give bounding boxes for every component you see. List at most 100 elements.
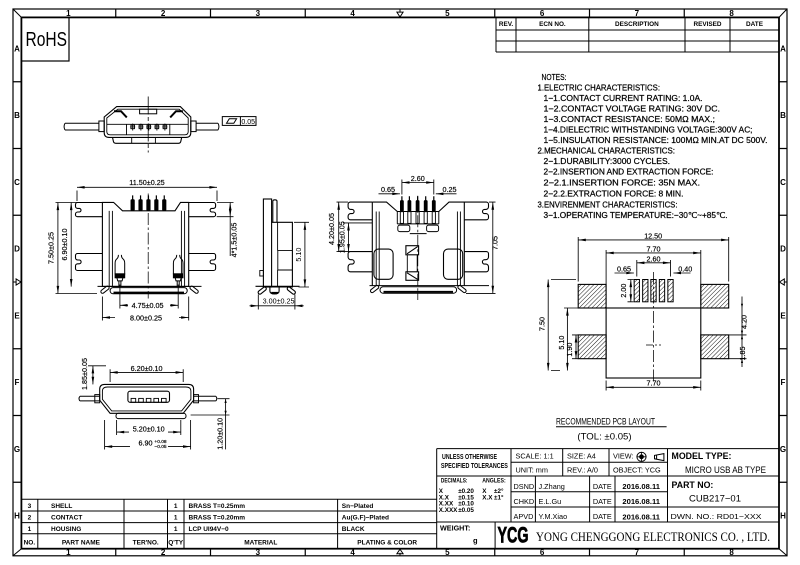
svg-text:2.60: 2.60: [411, 174, 425, 183]
svg-text:SHELL: SHELL: [51, 503, 72, 510]
svg-text:3.00±0.25: 3.00±0.25: [263, 297, 295, 306]
svg-text:2−2.1.INSERTION FORCE: 35N: 2−2.1.INSERTION FORCE: 35N MAX.: [544, 179, 701, 188]
svg-text:PART NO:: PART NO:: [672, 480, 714, 490]
svg-text:2: 2: [28, 515, 32, 522]
svg-text:12.50: 12.50: [644, 232, 662, 241]
svg-text:5: 5: [445, 548, 450, 557]
svg-text:±0.10: ±0.10: [458, 501, 474, 508]
svg-text:E.L.Gu: E.L.Gu: [539, 497, 562, 506]
svg-text:4.75±0.05: 4.75±0.05: [132, 301, 164, 310]
svg-text:1−3.CONTACT RESISTANCE: 50MΩ: 1−3.CONTACT RESISTANCE: 50MΩ MAX.;: [544, 115, 716, 124]
svg-text:8: 8: [729, 548, 734, 557]
svg-text:4: 4: [350, 548, 355, 557]
svg-text:0.25: 0.25: [443, 185, 457, 194]
svg-text:3: 3: [28, 503, 32, 510]
svg-text:6: 6: [540, 548, 545, 557]
svg-text:1.95±0.05: 1.95±0.05: [338, 221, 347, 253]
svg-text:4.20: 4.20: [739, 315, 748, 329]
svg-text:TER'NO.: TER'NO.: [133, 540, 159, 547]
svg-text:6.90: 6.90: [139, 439, 153, 448]
svg-text:1: 1: [174, 503, 178, 510]
svg-text:1−4.DIELECTRIC WITHSTANDING: 1−4.DIELECTRIC WITHSTANDING VOLTAGE:300V…: [544, 126, 753, 135]
svg-text:UNLESS OTHERWISE: UNLESS OTHERWISE: [442, 454, 497, 461]
svg-text:YCG: YCG: [498, 523, 529, 548]
svg-text:2016.08.11: 2016.08.11: [622, 482, 660, 491]
svg-text:±1°: ±1°: [494, 493, 504, 501]
svg-text:8.00±0.25: 8.00±0.25: [130, 313, 162, 322]
svg-text:REVISED: REVISED: [693, 21, 721, 28]
svg-text:NO.: NO.: [24, 540, 36, 547]
svg-text:D: D: [14, 245, 20, 254]
svg-text:g: g: [473, 536, 478, 545]
svg-text:G: G: [780, 445, 786, 454]
svg-text:MATERIAL: MATERIAL: [244, 540, 277, 547]
svg-text:OBJECT: YCG: OBJECT: YCG: [613, 466, 661, 475]
svg-text:H: H: [14, 512, 20, 521]
svg-text:DATE: DATE: [593, 482, 612, 491]
svg-text:X.X: X.X: [439, 494, 450, 501]
svg-text:2.MECHANICAL CHARACTERISTICS:: 2.MECHANICAL CHARACTERISTICS:: [538, 147, 676, 156]
svg-text:1.90: 1.90: [565, 343, 574, 357]
svg-text:1: 1: [66, 9, 71, 18]
svg-text:1: 1: [174, 515, 178, 522]
svg-text:6: 6: [540, 9, 545, 18]
svg-text:NOTES:: NOTES:: [542, 73, 567, 82]
svg-text:REV.: A/0: REV.: A/0: [567, 466, 598, 475]
svg-text:6.90±0.10: 6.90±0.10: [60, 229, 69, 261]
svg-text:A: A: [780, 44, 786, 53]
svg-text:3−1.OPERATING TEMPERATURE:−30: 3−1.OPERATING TEMPERATURE:−30℃~+85℃.: [544, 211, 728, 220]
svg-text:7.70: 7.70: [647, 378, 661, 387]
svg-text:0.65: 0.65: [381, 185, 395, 194]
svg-text:MODEL TYPE:: MODEL TYPE:: [672, 451, 732, 461]
svg-text:X.XX: X.XX: [439, 501, 454, 508]
svg-text:4.20±0.05: 4.20±0.05: [327, 213, 336, 245]
svg-text:7.50: 7.50: [538, 317, 547, 331]
svg-text:A: A: [14, 44, 20, 53]
svg-text:3: 3: [256, 9, 261, 18]
svg-text:5: 5: [445, 9, 450, 18]
svg-text:RECOMMENDED PCB LAYOUT: RECOMMENDED PCB LAYOUT: [556, 417, 655, 428]
svg-text:±0.05: ±0.05: [458, 507, 474, 514]
svg-text:WEIGHT:: WEIGHT:: [440, 523, 470, 532]
svg-text:2016.08.11: 2016.08.11: [622, 497, 660, 506]
svg-text:0.05: 0.05: [241, 119, 255, 126]
svg-text:1−5.INSULATION RESISTANCE: 1: 1−5.INSULATION RESISTANCE: 100MΩ MIN.AT …: [544, 136, 768, 145]
svg-text:PLATING & COLOR: PLATING & COLOR: [357, 540, 417, 547]
svg-text:H: H: [780, 512, 786, 521]
svg-text:7: 7: [635, 9, 640, 18]
svg-text:D: D: [780, 245, 786, 254]
svg-text:Y.M.Xiao: Y.M.Xiao: [539, 512, 568, 521]
svg-text:UNIT: mm: UNIT: mm: [516, 466, 548, 475]
svg-text:2−2.INSERTION AND EXTRACTION: 2−2.INSERTION AND EXTRACTION FORCE:: [544, 168, 714, 177]
svg-text:RoHS: RoHS: [26, 29, 68, 51]
svg-text:+0.08: +0.08: [154, 439, 166, 445]
svg-text:BRASS T=0.25mm: BRASS T=0.25mm: [189, 503, 246, 510]
svg-text:2016.08.11: 2016.08.11: [622, 512, 660, 521]
svg-text:LCP UI94V−0: LCP UI94V−0: [189, 526, 230, 533]
svg-text:DATE: DATE: [746, 21, 764, 28]
svg-text:Au(G.F)−Plated: Au(G.F)−Plated: [342, 515, 389, 522]
svg-text:G: G: [14, 445, 20, 454]
svg-text:Q'TY: Q'TY: [168, 540, 184, 547]
svg-text:7.05: 7.05: [491, 236, 500, 250]
svg-text:ANGLES:: ANGLES:: [482, 477, 505, 484]
svg-text:DECIMALS:: DECIMALS:: [441, 477, 468, 484]
svg-text:C: C: [780, 178, 786, 187]
svg-text:SPECIFIED TOLERANCES: SPECIFIED TOLERANCES: [441, 463, 508, 470]
svg-text:7: 7: [635, 548, 640, 557]
svg-text:4*1.5±0.05: 4*1.5±0.05: [230, 223, 239, 258]
svg-text:CHKD: CHKD: [514, 497, 535, 506]
svg-text:F: F: [781, 378, 786, 387]
svg-text:7.50±0.25: 7.50±0.25: [47, 232, 56, 264]
svg-text:1.85: 1.85: [738, 347, 747, 361]
svg-text:2: 2: [161, 9, 166, 18]
svg-text:1.ELECTRIC CHARACTERISTICS:: 1.ELECTRIC CHARACTERISTICS:: [538, 84, 661, 93]
svg-text:APVD: APVD: [514, 512, 534, 521]
svg-text:PART NAME: PART NAME: [62, 540, 101, 547]
svg-text:−0.05: −0.05: [154, 444, 166, 450]
svg-text:(TOL: ±0.05): (TOL: ±0.05): [577, 432, 631, 443]
svg-text:1.20±0.10: 1.20±0.10: [216, 418, 225, 450]
svg-text:HOUSING: HOUSING: [51, 526, 81, 533]
svg-text:VIEW:: VIEW:: [613, 452, 634, 461]
svg-text:±0.20: ±0.20: [458, 488, 474, 495]
